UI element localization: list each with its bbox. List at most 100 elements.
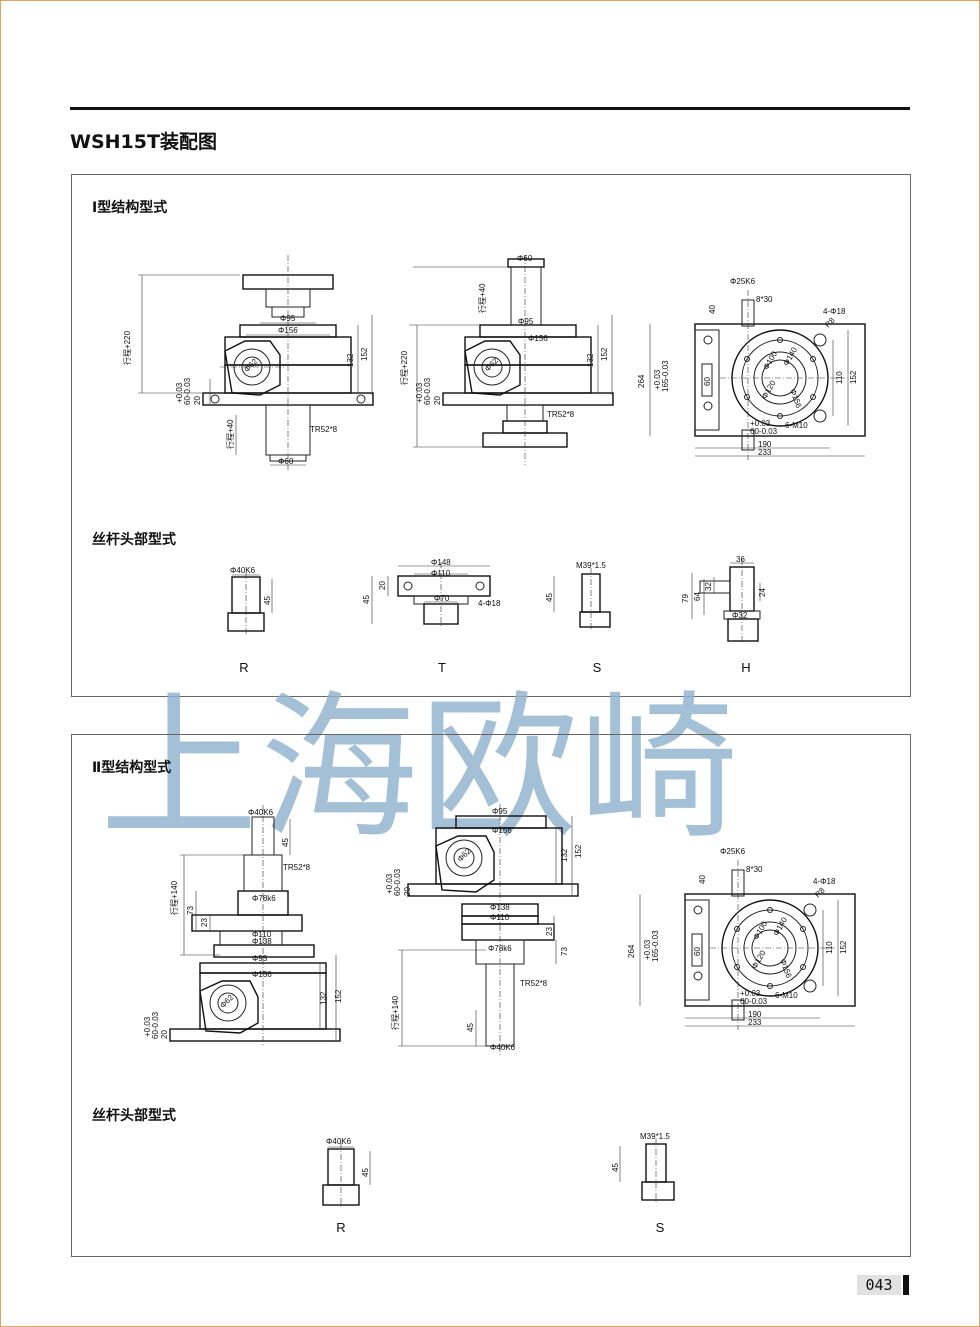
head-r-caption: R xyxy=(239,660,249,675)
stroke-40-dim: 行程+40 xyxy=(477,283,487,313)
d62-dim: Φ62 xyxy=(242,357,260,375)
h40-dim: 40 xyxy=(708,305,717,314)
type-2-panel xyxy=(71,734,911,1257)
type-2-head-s-thread: M39*1.5 xyxy=(640,1132,670,1141)
type-2-head-r-drawing: Φ40K6 45 xyxy=(322,1137,371,1207)
d95-dim: Φ95 xyxy=(252,954,268,963)
h45-dim: 45 xyxy=(466,1023,475,1032)
thread-label: TR52*8 xyxy=(520,979,548,988)
stroke-40-dim: 行程+40 xyxy=(225,419,235,449)
d95-dim: Φ95 xyxy=(492,807,508,816)
h110-dim: 110 xyxy=(835,371,844,384)
head-t-holes: 4-Φ18 xyxy=(478,599,501,608)
head-s-drawing: M39*1.5 45 xyxy=(545,561,611,630)
tolerance: +0.03 xyxy=(175,382,184,403)
head-h-h32: 32 xyxy=(704,582,713,591)
h152-dim: 152 xyxy=(360,347,369,361)
head-h-w36: 36 xyxy=(736,555,745,564)
stroke-140-dim: 行程+140 xyxy=(390,995,400,1030)
type-1-label: Ⅰ型结构型式 xyxy=(92,200,168,216)
type-1-panel xyxy=(71,174,911,697)
type-2-side-view: Φ95 Φ156 Φ62 +0.03 60-0.03 20 132 152 Φ1… xyxy=(385,804,583,1055)
h60-dim: 60 xyxy=(693,947,702,956)
d138-dim: Φ138 xyxy=(490,903,510,912)
head-s-caption: S xyxy=(592,660,602,675)
head-h-h24: 24 xyxy=(758,588,767,597)
type-1-front-view: 行程+220 行程+40 +0.03 60-0.03 20 132 152 Φ9… xyxy=(122,255,374,470)
h152-dim: 152 xyxy=(839,940,848,954)
type-2-top-view: Φ25K6 8*30 4-Φ18 R8 40 264 +0.03 165-0.0… xyxy=(627,847,856,1030)
type-1-side-view: Φ60 行程+40 行程+220 +0.03 60-0.03 20 132 15… xyxy=(399,254,614,465)
d156-dim: Φ156 xyxy=(528,334,548,343)
d60-dim: Φ60 xyxy=(278,457,294,466)
h152-dim: 152 xyxy=(600,347,609,361)
h23-dim: 23 xyxy=(200,918,209,927)
head-t-d110: Φ110 xyxy=(431,569,451,578)
head-h-d32: Φ32 xyxy=(732,611,748,620)
h132-dim: 132 xyxy=(560,848,569,862)
head-r-drawing: Φ40K6 45 xyxy=(227,566,273,635)
h132-dim: 132 xyxy=(586,353,595,367)
thread-dim: 6-M10 xyxy=(785,421,808,430)
tolerance: +0.03 xyxy=(143,1016,152,1037)
radius-dim: R8 xyxy=(823,315,837,329)
w233-dim: 233 xyxy=(748,1018,762,1027)
h20-dim: 20 xyxy=(160,1030,169,1039)
thread-label: TR52*8 xyxy=(283,863,311,872)
tolerance-value: 165-0.03 xyxy=(651,930,660,962)
h60-dim: 60 xyxy=(703,377,712,386)
watermark: 上海欧崎 xyxy=(100,677,740,861)
head-h-caption: H xyxy=(741,660,751,675)
h110-dim: 110 xyxy=(825,941,834,954)
tolerance: +0.03 xyxy=(385,873,394,894)
w190-dim: 190 xyxy=(758,440,772,449)
head-t-h20: 20 xyxy=(378,581,387,590)
head-s-thread: M39*1.5 xyxy=(576,561,606,570)
key-dim: 8*30 xyxy=(756,295,773,304)
h40-dim: 40 xyxy=(698,875,707,884)
h132-dim: 132 xyxy=(346,353,355,367)
d60-top-dim: Φ60 xyxy=(517,254,533,263)
head-t-d70: Φ70 xyxy=(434,594,450,603)
h264-dim: 264 xyxy=(627,944,636,958)
tolerance-value: 60-0.03 xyxy=(393,868,402,896)
head-t-h45: 45 xyxy=(362,595,371,604)
type-2-head-s-caption: S xyxy=(655,1220,665,1235)
head-t-d148: Φ148 xyxy=(431,558,451,567)
h132-dim: 132 xyxy=(319,991,328,1005)
head-h-drawing: 36 79 64 32 24 Φ32 xyxy=(681,555,767,643)
h45-dim: 45 xyxy=(281,838,290,847)
h264-dim: 264 xyxy=(637,374,646,388)
d140-dim: Φ140 xyxy=(771,915,789,937)
head-h-h79: 79 xyxy=(681,594,690,603)
d40-dim: Φ40K6 xyxy=(248,808,274,817)
w233-dim: 233 xyxy=(758,448,772,457)
h73-dim: 73 xyxy=(560,947,569,956)
key-dim: 8*30 xyxy=(746,865,763,874)
type-1-top-view: Φ25K6 8*30 4-Φ18 R8 40 264 +0.03 165-0.0… xyxy=(637,277,866,460)
type-2-head-r-h45: 45 xyxy=(361,1168,370,1177)
type-2-head-s-drawing: M39*1.5 45 xyxy=(611,1132,675,1204)
d156-dim: Φ156 xyxy=(492,826,512,835)
tolerance-2: +0.03 xyxy=(740,989,761,998)
head-h-h64: 64 xyxy=(693,592,702,601)
stroke-140-dim: 行程+140 xyxy=(169,880,179,915)
head-r-h45: 45 xyxy=(263,596,272,605)
type-2-head-r-d40: Φ40K6 xyxy=(326,1137,352,1146)
d156-dim: Φ156 xyxy=(278,326,298,335)
type-2-head-r-caption: R xyxy=(336,1220,346,1235)
header-rule xyxy=(70,107,910,110)
h20-dim: 20 xyxy=(403,887,412,896)
type-1-head-label: 丝杆头部型式 xyxy=(92,532,176,548)
shaft-dim: Φ25K6 xyxy=(720,847,746,856)
w190-dim: 190 xyxy=(748,1010,762,1019)
shaft-dim: Φ25K6 xyxy=(730,277,756,286)
h152-dim: 152 xyxy=(574,844,583,858)
d78-dim: Φ78k6 xyxy=(252,894,276,903)
page-title: WSH15T装配图 xyxy=(70,131,217,153)
d40-dim: Φ40K6 xyxy=(490,1043,516,1052)
d156-dim: Φ156 xyxy=(788,388,803,410)
tolerance: +0.03 xyxy=(653,369,662,390)
page-number-bar xyxy=(903,1275,909,1295)
stroke-220-dim: 行程+220 xyxy=(122,330,132,365)
